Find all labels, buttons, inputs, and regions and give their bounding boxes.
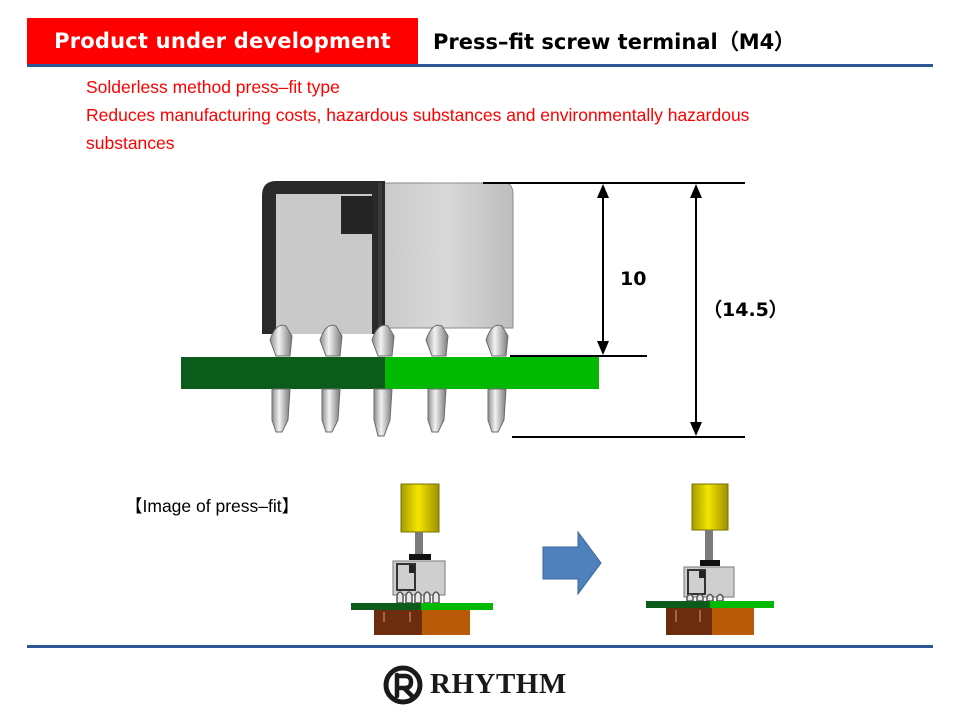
page-title: Press–fit screw terminal（M4） (433, 30, 796, 54)
header-divider (27, 64, 933, 67)
press-fit-pins (269, 324, 509, 437)
rhythm-logo-text: RHYTHM (430, 668, 567, 700)
press-fit-after (646, 483, 774, 635)
press-fit-before (351, 483, 493, 635)
product-status-badge: Product under development (27, 18, 418, 64)
pcb-board-right (385, 357, 599, 389)
footer-divider (27, 645, 933, 648)
rhythm-logo-mark (383, 665, 423, 705)
terminal-body (262, 181, 514, 334)
description-line-1: Solderless method press–fit type (86, 77, 340, 97)
process-arrow (542, 530, 602, 596)
dimension-total-label: （14.5） (703, 299, 788, 321)
press-fit-caption: 【Image of press–fit】 (125, 496, 300, 516)
description-line-3: substances (86, 133, 175, 153)
description-line-2: Reduces manufacturing costs, hazardous s… (86, 105, 750, 125)
pcb-board-left (181, 357, 385, 389)
dimension-lines (483, 182, 745, 438)
dimension-height-label: 10 (620, 268, 647, 290)
